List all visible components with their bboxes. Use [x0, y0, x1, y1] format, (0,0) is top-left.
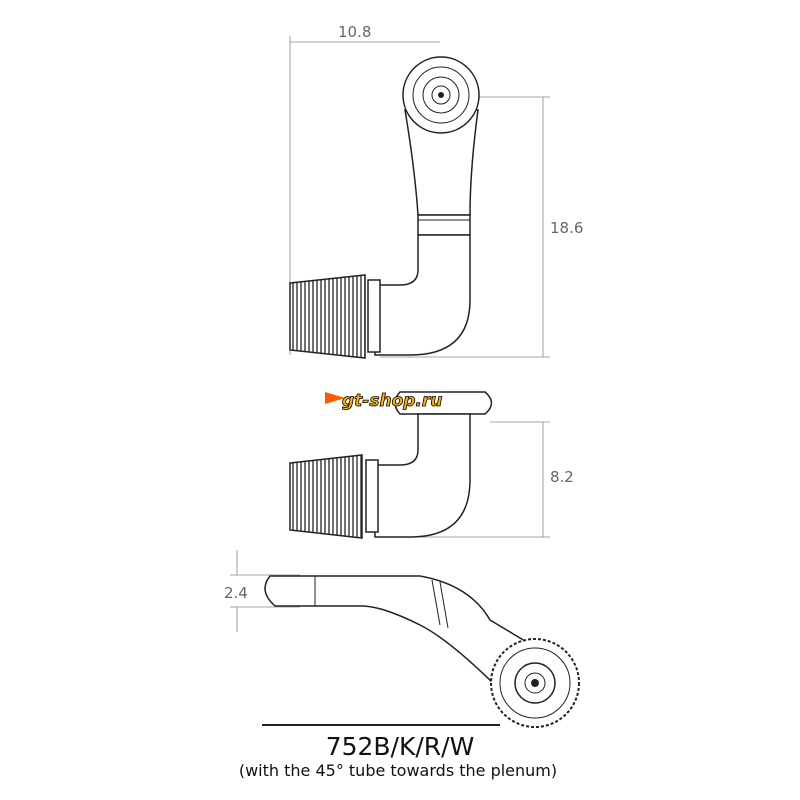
- dimension-side-height: 2.4: [224, 584, 248, 602]
- gt-shop-logo: gt-shop.ru: [325, 391, 443, 411]
- model-number: 752B/K/R/W: [326, 732, 475, 761]
- model-note: (with the 45° tube towards the plenum): [239, 761, 557, 780]
- dimension-top-width: 10.8: [338, 23, 371, 41]
- dimension-front-height: 8.2: [550, 468, 574, 486]
- svg-text:gt-shop.ru: gt-shop.ru: [342, 391, 442, 411]
- dimension-top-height: 18.6: [550, 219, 583, 237]
- front-view: 8.2 gt-shop.ru: [289, 391, 574, 539]
- top-view: 10.8 18.6: [289, 23, 583, 359]
- side-view: 2.4: [224, 550, 580, 728]
